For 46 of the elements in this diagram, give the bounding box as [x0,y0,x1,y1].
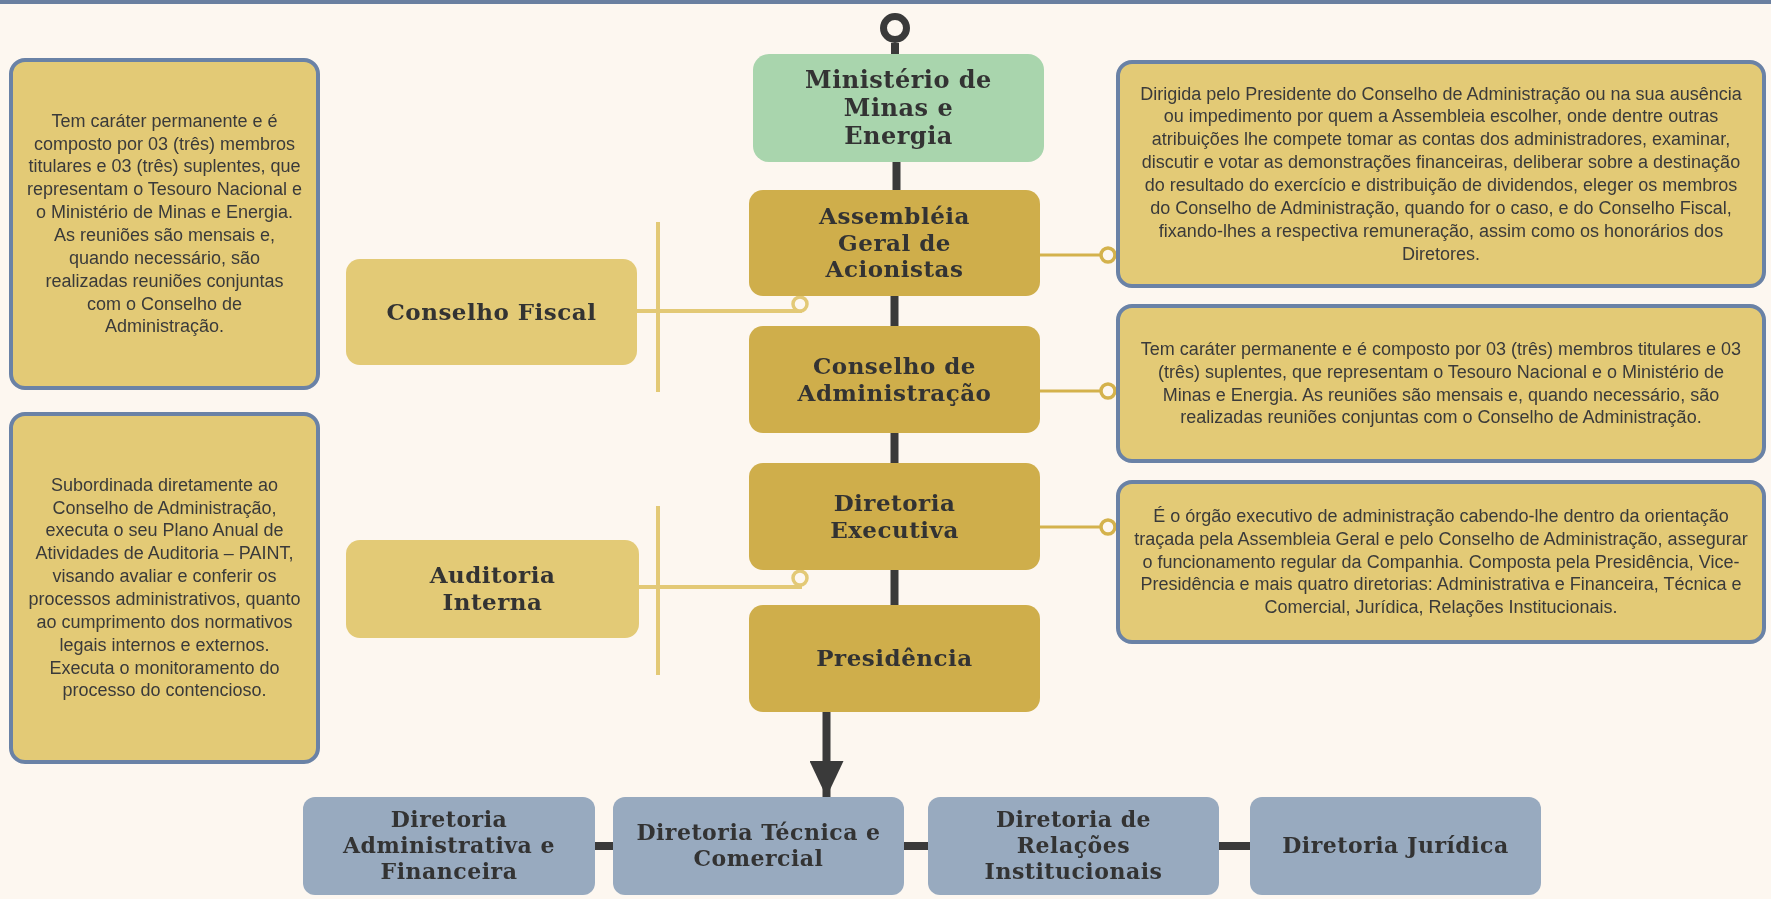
box-title: Assembléia Geral de Acionistas [817,202,971,284]
description-box [1116,480,1766,644]
description-text: Tem caráter permanente e é composto por 03 (três) membros titulares e 03 (três) suplentes, que representam o Tesouro Nacional e o Ministério de Minas e Energia. As reuniões são mensais e, quando necessário, são realizadas reuniões conjuntas com o Conselho de Administração. [27,109,302,339]
description-text: Subordinada diretamente ao Conselho de Administração, executa o seu Plano Anual de Atividades de Auditoria – PAINT, visando avaliar e conferir os processos administrativos, quanto ao cumprimento dos normativos legais internos e externos. Executa o monitoramento do processo do contencioso. [27,473,302,703]
connector-line [637,295,809,313]
connector-line [1040,246,1117,264]
description-text: Tem caráter permanente e é composto por 03 (três) membros titulares e 03 (três) suplentes, que representam o Tesouro Nacional e o Ministério de Minas e Energia. As reuniões são mensais e, quando necessário, são realizadas reuniões conjuntas com o Conselho de Administração. [1139,337,1743,430]
connector-line [1219,842,1250,850]
box-title: Conselho Fiscal [386,298,597,326]
box-title: Ministério de Minas e Energia [804,65,993,151]
org-box [928,797,1219,895]
ring-node [880,13,910,43]
connector-line [595,842,613,850]
connector-line [904,842,928,850]
box-title: Diretoria Técnica e Comercial [635,820,882,872]
org-box [749,605,1040,712]
connector-line [1040,382,1117,400]
box-title: Auditoria Interna [428,562,557,616]
connector-line [890,570,899,605]
box-title: Diretoria Administrativa e Financeira [341,807,557,885]
org-box [753,54,1044,162]
description-box [9,58,320,390]
box-title: Diretoria de Relações Institucionais [983,807,1164,885]
description-box [1116,60,1766,288]
connector-line [890,433,899,463]
org-box [749,190,1040,296]
description-box [9,412,320,764]
org-box [346,259,637,365]
box-title: Presidência [816,645,973,672]
org-box [346,540,639,638]
description-text: Dirigida pelo Presidente do Conselho de Administração ou na sua ausência ou impedimento por quem a Assembleia escolher, onde dentre outras atribuições lhe compete tomar as contas dos administradores, examinar, discutir e votar as demonstrações financeiras, deliberar sobre a destinação do resultado do exercício e distribuição de dividendos, eleger os membros do Conselho de Administração, quando for o caso, e do Conselho Fiscal, fixando-lhes a respectiva remuneração, assim como os honorários dos Diretores. [1139,82,1743,266]
org-box [749,326,1040,433]
org-box [303,797,595,895]
arrow [809,712,844,797]
description-text: É o órgão executivo de administração cabendo-lhe dentro da orientação traçada pela Assembleia Geral e pelo Conselho de Administração, assegurar o funcionamento regular da Companhia. Composta pela Presidência, Vice-Presidência e mais quatro diretorias: Administrativa e Financeira, Técnica e Comercial, Jurídica, Relações Institucionais. [1134,504,1748,620]
box-title: Diretoria Executiva [829,489,960,544]
connector-line [639,569,809,589]
org-box [749,463,1040,570]
connector-line [890,296,899,326]
connector-line [1040,518,1117,536]
org-box [613,797,904,895]
org-box [1250,797,1541,895]
box-title: Conselho de Administração [796,352,993,407]
box-title: Diretoria Jurídica [1282,833,1509,859]
connector-line [892,162,901,190]
description-box [1116,304,1766,463]
